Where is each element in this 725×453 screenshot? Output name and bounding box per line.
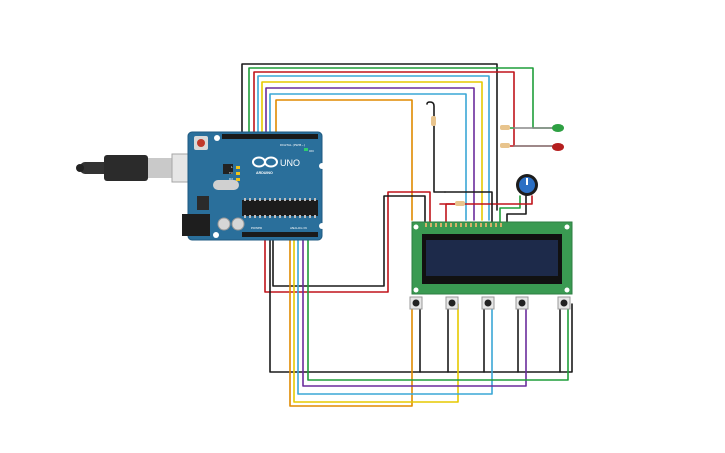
regulator	[197, 196, 209, 210]
led-green[interactable]	[552, 124, 564, 132]
resistor-lcd[interactable]	[431, 116, 436, 126]
on-label: ON	[309, 149, 314, 153]
push-button-1[interactable]	[409, 296, 423, 310]
wire-blue-top	[257, 75, 490, 221]
wire-orange-a0	[289, 231, 413, 407]
wire-pot-red	[445, 195, 533, 223]
capacitor	[231, 217, 245, 231]
capacitor	[217, 217, 231, 231]
wire-lcd-black2	[444, 191, 493, 223]
led-rx-icon	[236, 178, 240, 181]
wire-black-top	[241, 63, 498, 211]
wire-black-gnd2	[272, 195, 426, 287]
digital-header[interactable]	[222, 134, 318, 139]
wire-pot-black	[506, 195, 527, 223]
usb-cable	[76, 153, 195, 183]
wire-yellow-top	[261, 81, 483, 221]
mount-hole	[214, 135, 220, 141]
wire-black-lcd-a	[426, 101, 446, 193]
wire-green-a4	[307, 231, 569, 381]
led-l-icon	[236, 166, 240, 169]
mount-hole	[564, 224, 570, 230]
l-label: L	[231, 165, 233, 169]
usb-cable-tail	[76, 164, 84, 172]
chip-pins	[244, 198, 316, 218]
mount-hole	[319, 163, 325, 169]
wire-black-gnd	[269, 231, 573, 373]
crystal	[213, 180, 239, 190]
wire-orange-top	[275, 99, 413, 221]
push-button-4[interactable]	[515, 296, 529, 310]
mount-hole	[564, 287, 570, 293]
rx-label: RX	[229, 177, 233, 181]
lcd-screen	[426, 240, 558, 276]
mount-hole	[413, 287, 419, 293]
resistor-red-led[interactable]	[500, 143, 510, 148]
reset-button-cap	[197, 139, 205, 147]
tx-label: TX	[228, 171, 233, 175]
analog-label: ANALOG IN	[290, 226, 307, 230]
board-brand-text: ARDUINO	[256, 171, 273, 175]
usb-chip	[223, 164, 233, 174]
wire-blue2-top	[269, 93, 467, 221]
push-button-2[interactable]	[445, 296, 459, 310]
atmega-chip	[242, 200, 318, 216]
led-tx-icon	[236, 172, 240, 175]
push-button-3[interactable]	[481, 296, 495, 310]
wire-purple-top	[265, 87, 475, 221]
lcd-pins	[425, 223, 502, 227]
wire-purple-a3	[302, 231, 527, 387]
lcd-16x2[interactable]	[411, 221, 573, 295]
push-buttons	[409, 296, 571, 310]
usb-plug	[104, 155, 148, 181]
wire-yellow-a1	[293, 231, 459, 403]
led-red[interactable]	[552, 143, 564, 151]
led-on-icon	[304, 148, 308, 151]
potentiometer-indicator	[526, 178, 528, 185]
potentiometer[interactable]	[516, 174, 538, 196]
resistor-contrast[interactable]	[455, 201, 465, 206]
arduino-uno-board[interactable]: UNO ARDUINO POWER ANALOG IN DIGITAL (PWM…	[182, 131, 325, 241]
wire-pot-green	[499, 195, 521, 223]
usb-cable-end	[80, 162, 110, 174]
led-circuit	[431, 116, 564, 206]
board-logo-text: UNO	[280, 158, 300, 168]
mount-hole	[319, 223, 325, 229]
power-analog-header[interactable]	[242, 232, 318, 237]
wires	[241, 63, 573, 407]
power-jack	[182, 214, 210, 236]
wire-red-5v	[264, 191, 431, 293]
usb-plug-metal	[148, 158, 172, 178]
mount-hole	[413, 224, 419, 230]
digital-label: DIGITAL (PWM~)	[280, 143, 305, 147]
mount-hole	[213, 232, 219, 238]
power-label: POWER	[251, 226, 262, 230]
push-button-5[interactable]	[557, 296, 571, 310]
resistor-green-led[interactable]	[500, 125, 510, 130]
wire-blue-a2	[297, 231, 493, 395]
arduino-logo-icon	[252, 156, 278, 168]
